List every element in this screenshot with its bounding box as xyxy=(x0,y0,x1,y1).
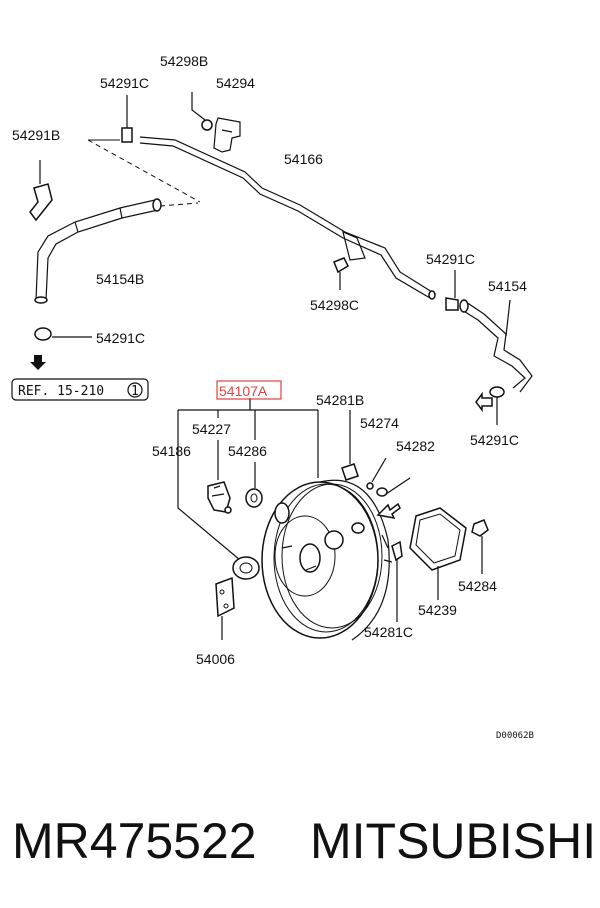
label-54286: 54286 xyxy=(228,443,267,459)
label-54006: 54006 xyxy=(196,651,235,667)
footer-part-number: MR475522 xyxy=(12,813,257,869)
footer-brand: MITSUBISHI xyxy=(310,813,596,869)
ring-54282 xyxy=(376,477,411,520)
label-54294: 54294 xyxy=(216,75,255,91)
clip-54274 xyxy=(366,457,387,490)
clip-54298C xyxy=(333,257,349,290)
plate-54239 xyxy=(409,507,467,600)
label-54298B: 54298B xyxy=(160,53,208,69)
clamp-54291B xyxy=(29,160,53,222)
nut-54284 xyxy=(471,519,489,574)
label-54281B: 54281B xyxy=(316,392,364,408)
label-54186: 54186 xyxy=(152,443,191,459)
down-arrow-icon xyxy=(30,355,46,370)
label-54274: 54274 xyxy=(360,415,399,431)
ref-box: REF. 15-210 1 xyxy=(11,378,149,401)
clamp-54291C-top xyxy=(121,95,133,143)
label-54282: 54282 xyxy=(396,438,435,454)
label-54166: 54166 xyxy=(284,151,323,167)
bracket-54294 xyxy=(213,117,241,153)
clamp-54291C-mid xyxy=(445,270,459,311)
label-54154B: 54154B xyxy=(96,271,144,287)
hose-54154B xyxy=(34,198,162,304)
label-54291C-top: 54291C xyxy=(100,75,149,91)
hose-54154 xyxy=(459,299,533,393)
clip-54298B xyxy=(191,92,213,131)
label-54291C-right: 54291C xyxy=(470,432,519,448)
highlight-box-54107A xyxy=(216,380,282,400)
arrow-icon xyxy=(376,502,401,520)
label-54227: 54227 xyxy=(192,421,231,437)
label-54291B: 54291B xyxy=(12,127,60,143)
brake-booster-body xyxy=(261,479,393,641)
gasket-54006 xyxy=(215,576,235,640)
left-arrow-icon xyxy=(475,391,493,413)
label-54107A: 54107A xyxy=(219,383,268,399)
assembly-54107A-leaders xyxy=(177,398,319,561)
label-54281C: 54281C xyxy=(364,624,413,640)
label-54298C: 54298C xyxy=(310,297,359,313)
seal-54186 xyxy=(232,556,260,580)
label-54239: 54239 xyxy=(418,602,457,618)
ref-circled-number: 1 xyxy=(131,384,139,399)
clamp-54291C-right xyxy=(475,386,505,425)
label-54291C-left: 54291C xyxy=(96,330,145,346)
diagram-code: D00062B xyxy=(496,731,534,741)
label-54154: 54154 xyxy=(488,278,527,294)
clamp-54291C-left xyxy=(34,327,92,341)
stud-54281B xyxy=(341,410,359,481)
pin-54281C xyxy=(391,540,403,622)
label-54291C-mid: 54291C xyxy=(426,251,475,267)
ref-text: REF. 15-210 xyxy=(18,384,104,399)
sensor-54227 xyxy=(207,481,232,514)
label-54284: 54284 xyxy=(458,578,497,594)
grommet-54286 xyxy=(245,488,263,508)
vacuum-pipe-54166 xyxy=(139,136,436,300)
